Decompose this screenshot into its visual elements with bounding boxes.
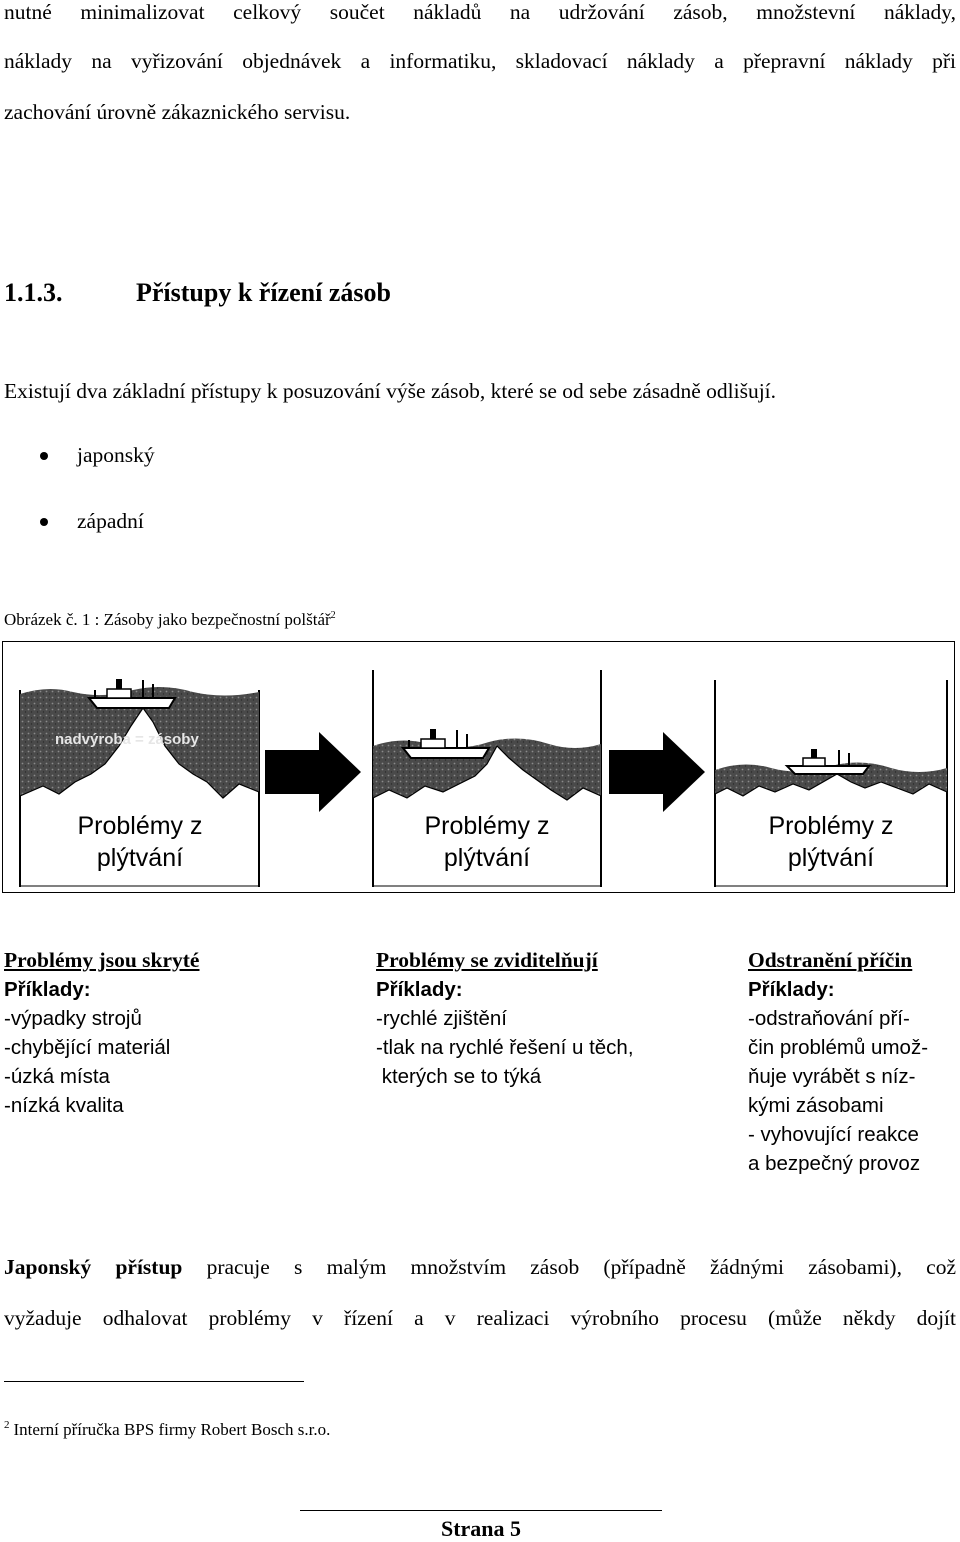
figure-caption: Obrázek č. 1 : Zásoby jako bezpečnostní …: [4, 610, 336, 629]
section-title: Přístupy k řízení zásob: [136, 278, 391, 307]
column-hidden: Problémy jsou skryté Příklady: -výpadky …: [4, 946, 199, 1120]
column-subheading: Příklady:: [4, 978, 91, 1001]
water-low: [715, 762, 947, 796]
water-high: [20, 686, 259, 798]
column-line: kými zásobami: [748, 1094, 884, 1117]
column-line: -úzká místa: [4, 1065, 110, 1088]
figure-inventory-cushion: nadvýroba = zásoby Problémy z plýtvání P…: [2, 641, 955, 893]
column-line: -tlak na rychlé řešení u těch,: [376, 1036, 634, 1059]
column-line: -výpadky strojů: [4, 1007, 142, 1030]
rock-label-line2: plýtvání: [444, 844, 530, 872]
column-line: -chybějící materiál: [4, 1036, 171, 1059]
column-line: a bezpečný provoz: [748, 1152, 921, 1175]
rock-label-line1: Problémy z: [424, 812, 549, 840]
panel-visible: Problémy z plýtvání: [372, 670, 602, 887]
list-item-label: západní: [77, 509, 144, 533]
column-line: ňuje vyrábět s níz-: [748, 1065, 916, 1088]
footnote-ref: 2: [330, 610, 336, 621]
column-visible: Problémy se zviditelňují Příklady: -rych…: [376, 946, 634, 1091]
page-number: Strana 5: [440, 1516, 522, 1541]
rock-label-line1: Problémy z: [77, 812, 202, 840]
column-line: -rychlé zjištění: [376, 1007, 508, 1030]
column-heading: Problémy se zviditelňují: [376, 948, 598, 972]
column-heading: Odstranění příčin: [748, 948, 913, 972]
intro-line-2: náklady na vyřizování objednávek a infor…: [4, 49, 956, 73]
footnote-divider: [4, 1381, 304, 1382]
column-subheading: Příklady:: [748, 978, 835, 1001]
footnote-number: 2: [4, 1419, 10, 1431]
panel-label: nadvýroba = zásoby: [55, 731, 199, 748]
japanese-term: Japonský přístup: [4, 1255, 183, 1279]
column-subheading: Příklady:: [376, 978, 463, 1001]
rock-label-line1: Problémy z: [768, 812, 893, 840]
rock-label-line2: plýtvání: [788, 844, 874, 872]
bullet-icon: [40, 518, 48, 526]
arrow-right-icon: [265, 732, 361, 812]
ship-icon: [400, 729, 491, 759]
rock: [714, 773, 948, 797]
column-line: -nízká kvalita: [4, 1094, 124, 1117]
column-line: kterých se to týká: [376, 1065, 542, 1088]
page-divider: [300, 1510, 662, 1511]
panel-causes-removed: Problémy z plýtvání: [714, 680, 948, 887]
japanese-line-2: vyžaduje odhalovat problémy v řízení a v…: [4, 1306, 956, 1330]
ship-icon: [86, 679, 177, 709]
column-heading: Problémy jsou skryté: [4, 948, 200, 972]
arrow-right-icon: [609, 732, 705, 812]
column-line: čin problémů umož-: [748, 1036, 929, 1059]
bullet-icon: [40, 452, 48, 460]
list-item-label: japonský: [77, 443, 155, 467]
rock-label-line2: plýtvání: [97, 844, 183, 872]
column-line: -odstraňování pří-: [748, 1007, 910, 1030]
approaches-lead: Existují dva základní přístupy k posuzov…: [4, 379, 777, 403]
japanese-line-1: Japonský přístup pracuje s malým množstv…: [4, 1255, 956, 1279]
column-causes: Odstranění příčin Příklady: -odstraňován…: [748, 946, 928, 1178]
section-number: 1.1.3.: [4, 278, 63, 307]
intro-line-1: nutné minimalizovat celkový součet nákla…: [4, 0, 956, 24]
rock: [372, 745, 602, 801]
section-heading: 1.1.3. Přístupy k řízení zásob: [4, 278, 391, 308]
panel-hidden: nadvýroba = zásoby Problémy z plýtvání: [19, 679, 260, 887]
figure-illustration: nadvýroba = zásoby Problémy z plýtvání P…: [19, 670, 948, 887]
intro-line-3: zachování úrovně zákaznického servisu.: [4, 100, 351, 124]
ship-icon: [784, 749, 871, 775]
column-line: - vyhovující reakce: [748, 1123, 919, 1146]
